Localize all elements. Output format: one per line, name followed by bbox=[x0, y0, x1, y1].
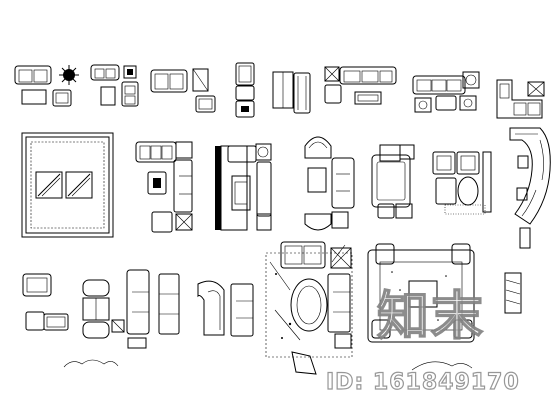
sofa-set-2 bbox=[90, 64, 139, 107]
sofa-set-4 bbox=[235, 62, 294, 118]
sofa-set-11 bbox=[432, 151, 492, 215]
potted-plant-icon bbox=[59, 65, 79, 85]
rug-with-table bbox=[21, 132, 114, 238]
sofa-set-13 bbox=[82, 279, 125, 339]
sofa-set-3 bbox=[150, 68, 216, 113]
sofa-set-16 bbox=[265, 241, 353, 375]
plant-column bbox=[504, 272, 522, 314]
sofa-set-14 bbox=[126, 269, 180, 349]
sofa-set-9 bbox=[304, 136, 355, 231]
sectional-sofa-1 bbox=[496, 79, 545, 119]
sofa-set-17 bbox=[367, 243, 475, 343]
sofa-set-5 bbox=[293, 66, 397, 114]
partial-sofa-bottom-right bbox=[411, 361, 473, 371]
sofa-set-1 bbox=[14, 65, 72, 107]
sofa-set-10 bbox=[371, 144, 415, 219]
sofa-set-8 bbox=[215, 143, 272, 231]
curved-sofa bbox=[509, 127, 551, 249]
sofa-set-6 bbox=[412, 71, 480, 113]
sofa-set-15 bbox=[197, 280, 254, 337]
sofa-set-12 bbox=[22, 273, 69, 331]
partial-sofa-bottom-left bbox=[63, 359, 119, 368]
sofa-set-7 bbox=[135, 141, 193, 233]
